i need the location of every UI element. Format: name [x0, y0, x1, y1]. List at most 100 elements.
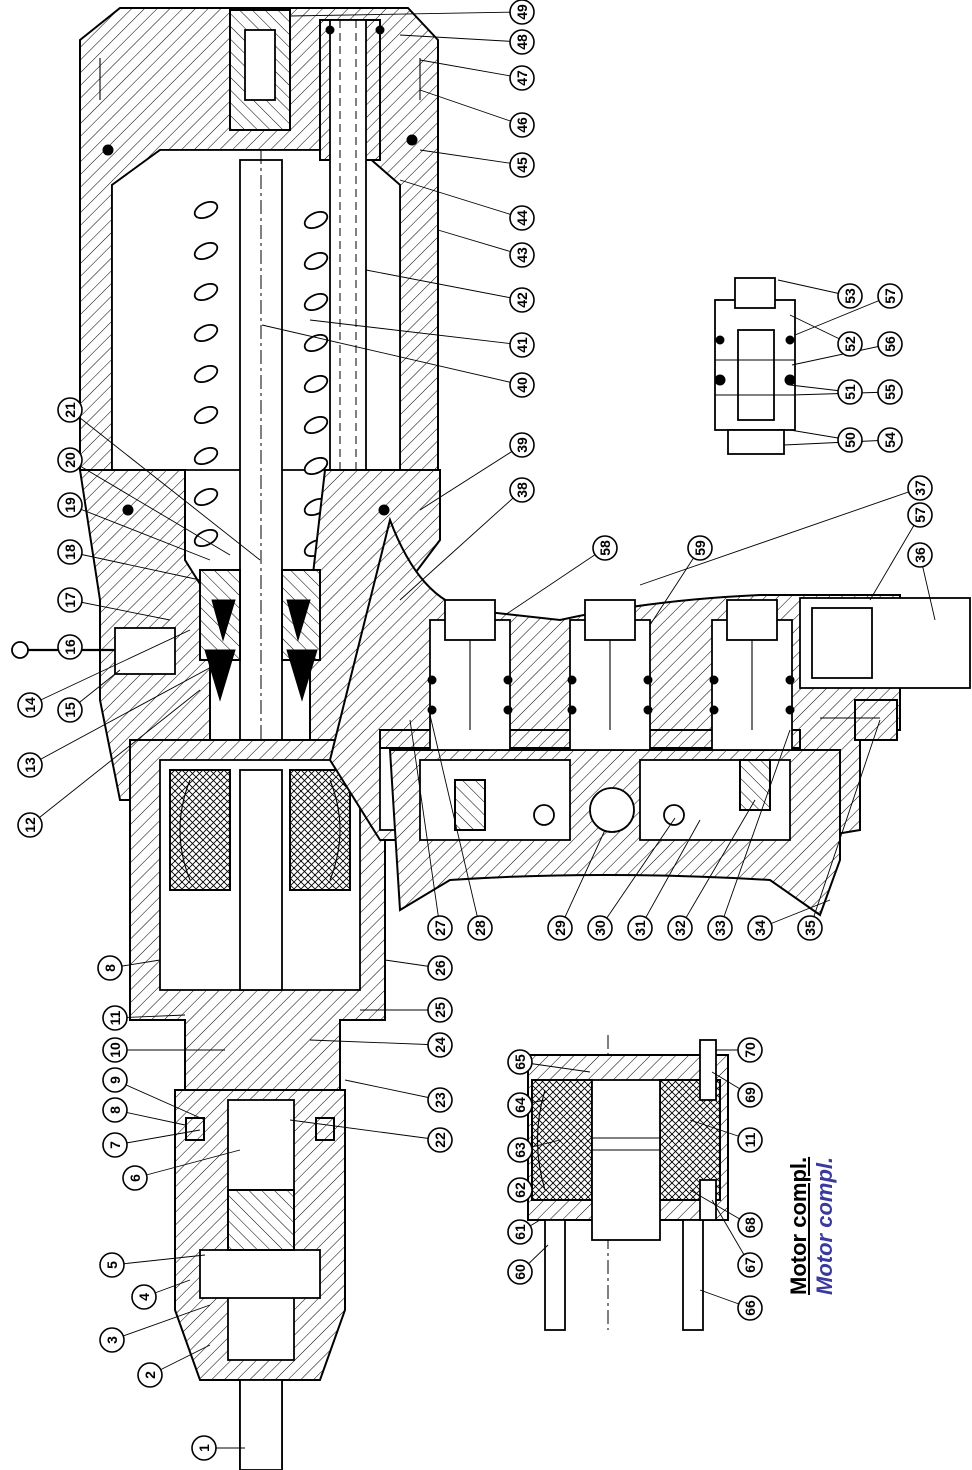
callout-circle	[507, 1137, 533, 1163]
leader-line	[399, 179, 523, 219]
part-callout-18: 18	[57, 539, 83, 565]
leader-line	[639, 487, 921, 586]
callout-circle	[427, 1087, 453, 1113]
part-callout-69: 69	[737, 1082, 763, 1108]
part-callout-68: 68	[737, 1212, 763, 1238]
callout-circle	[102, 1005, 128, 1031]
leader-line	[719, 729, 791, 929]
leader-line	[559, 829, 606, 929]
callout-circle	[507, 1219, 533, 1245]
part-callout-31: 31	[627, 915, 653, 941]
callout-circle	[837, 331, 863, 357]
callout-number: 12	[22, 817, 38, 833]
spring-coil	[193, 200, 219, 220]
callout-circle	[547, 915, 573, 941]
callout-number: 60	[512, 1264, 528, 1280]
callout-circle	[57, 492, 83, 518]
callout-number: 8	[107, 1106, 123, 1114]
callout-circle	[57, 397, 83, 423]
part-callout-23: 23	[427, 1087, 453, 1113]
rotor-detail-view	[527, 1035, 729, 1331]
callout-number: 7	[107, 1141, 123, 1149]
callout-circle	[509, 152, 535, 178]
part-callout-17: 17	[57, 587, 83, 613]
part-callout-63: 63	[507, 1137, 533, 1163]
valve-detail-view	[714, 277, 796, 455]
callout-number: 47	[514, 70, 530, 86]
part-callout-9: 9	[102, 1067, 128, 1093]
leader-line	[365, 269, 523, 301]
part-callout-64: 64	[507, 1092, 533, 1118]
callout-number: 1	[196, 1444, 212, 1452]
leader-line	[599, 817, 676, 929]
callout-number: 40	[514, 377, 530, 393]
leader-line	[794, 295, 891, 336]
part-callout-11: 11	[737, 1127, 763, 1153]
leader-line	[29, 689, 201, 826]
part-callout-41: 41	[509, 332, 535, 358]
leader-line	[429, 714, 481, 929]
callout-number: 45	[514, 157, 530, 173]
part-callout-12: 12	[17, 812, 43, 838]
valve-cartridge-3	[709, 599, 795, 751]
callout-circle	[837, 427, 863, 453]
callout-circle	[877, 331, 903, 357]
leader-line	[134, 1149, 241, 1179]
leader-line	[419, 444, 523, 511]
valve-cartridge-1	[427, 599, 513, 751]
callout-number: 22	[432, 1132, 448, 1148]
callout-circle	[102, 1037, 128, 1063]
caption-block: Motor compl. Motor compl.	[770, 1145, 910, 1295]
callout-number: 48	[514, 34, 530, 50]
callout-number: 8	[102, 964, 118, 972]
part-callout-45: 45	[509, 152, 535, 178]
callout-number: 27	[432, 920, 448, 936]
callout-circle	[587, 915, 613, 941]
callout-circle	[17, 812, 43, 838]
spring-coil	[193, 487, 219, 507]
spring-coil	[303, 456, 329, 476]
callout-number: 50	[842, 432, 858, 448]
leader-line	[69, 459, 231, 556]
callout-number: 32	[672, 920, 688, 936]
callout-number: 41	[514, 337, 530, 353]
part-callout-62: 62	[507, 1177, 533, 1203]
callout-circle	[907, 475, 933, 501]
leader-line	[344, 1079, 441, 1101]
part-callout-15: 15	[57, 697, 83, 723]
leader-line	[309, 319, 523, 346]
leader-line	[399, 489, 523, 601]
callout-number: 64	[512, 1097, 528, 1113]
part-callout-57: 57	[877, 283, 903, 309]
spring-coil	[193, 528, 219, 548]
callout-circle	[122, 1165, 148, 1191]
callout-circle	[737, 1127, 763, 1153]
callout-circle	[57, 697, 83, 723]
callout-circle	[427, 997, 453, 1023]
callout-number: 26	[432, 960, 448, 976]
spring-coil	[193, 405, 219, 425]
callout-circle	[667, 915, 693, 941]
callout-circle	[427, 1032, 453, 1058]
callout-circle	[737, 1295, 763, 1321]
leader-line	[69, 599, 171, 621]
leader-line	[289, 1119, 441, 1141]
part-callout-1: 1	[191, 1435, 217, 1461]
callout-number: 23	[432, 1092, 448, 1108]
callout-number: 54	[882, 432, 898, 448]
part-callout-42: 42	[509, 287, 535, 313]
spring-coil	[303, 374, 329, 394]
callout-number: 39	[514, 437, 530, 453]
part-callout-7: 7	[102, 1132, 128, 1158]
callout-circle	[427, 955, 453, 981]
leader-line	[261, 324, 523, 386]
leader-line	[419, 89, 523, 126]
callout-number: 38	[514, 482, 530, 498]
callout-circle	[102, 1097, 128, 1123]
callout-circle	[687, 535, 713, 561]
callout-number: 34	[752, 920, 768, 936]
part-callout-61: 61	[507, 1219, 533, 1245]
part-callout-52: 52	[837, 331, 863, 357]
part-callout-56: 56	[877, 331, 903, 357]
